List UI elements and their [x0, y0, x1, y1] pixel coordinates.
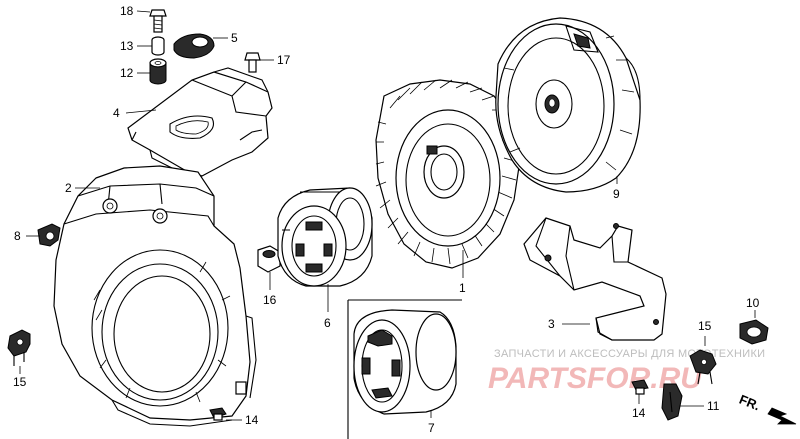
callout-13: 13 [120, 39, 134, 53]
part-15-clip-left [7, 329, 31, 366]
callout-5: 5 [231, 31, 238, 45]
callout-3: 3 [548, 317, 555, 331]
callout-numbers: 18 13 5 17 12 4 2 8 15 14 16 6 1 7 9 3 1… [13, 4, 760, 435]
callout-14-right: 14 [632, 406, 646, 420]
part-9-flywheel [495, 17, 641, 193]
callout-1: 1 [459, 281, 466, 295]
part-7-pulley-cover-group [347, 299, 462, 439]
callout-9: 9 [613, 187, 620, 201]
part-1-cooling-fan [375, 79, 521, 269]
watermark-top-text: ЗАПЧАСТИ И АКСЕССУАРЫ ДЛЯ МОТОТЕХНИКИ [494, 348, 765, 360]
callout-15-right: 15 [698, 319, 712, 333]
callout-15-left: 15 [13, 375, 27, 389]
part-13-spacer [151, 36, 165, 56]
callout-2: 2 [65, 181, 72, 195]
watermark: ЗАПЧАСТИ И АКСЕССУАРЫ ДЛЯ МОТОТЕХНИКИ PA… [488, 348, 765, 395]
callout-6: 6 [324, 316, 331, 330]
part-10-clamp [739, 319, 769, 345]
callout-10: 10 [746, 296, 760, 310]
part-6-starter-pulley [277, 187, 373, 287]
part-12-bushing [149, 58, 167, 85]
leader-lines [19, 10, 756, 421]
arrow-right-icon [767, 407, 797, 425]
part-11-clamp [661, 383, 683, 421]
part-18-bolt [149, 9, 167, 33]
callout-17: 17 [277, 53, 291, 67]
callout-4: 4 [113, 106, 120, 120]
part-14-bolt-right [631, 379, 649, 395]
callout-7: 7 [428, 421, 435, 435]
part-8-clip [37, 223, 61, 247]
callout-14-left: 14 [245, 413, 259, 427]
part-16-nut [257, 245, 281, 273]
callout-16: 16 [263, 293, 277, 307]
front-direction-label: FR. [737, 392, 762, 414]
part-4-top-cover [127, 67, 273, 177]
part-5-grommet [173, 33, 215, 59]
part-14-bolt-left [209, 407, 227, 421]
part-2-fan-housing [53, 165, 257, 427]
front-direction-indicator: FR. [737, 392, 797, 425]
part-3-bracket [523, 217, 667, 341]
part-15-clip-right [689, 349, 717, 385]
callout-11: 11 [707, 399, 720, 413]
callout-18: 18 [120, 4, 134, 18]
callout-8: 8 [14, 229, 21, 243]
callout-12: 12 [120, 66, 134, 80]
part-17-bolt [244, 52, 261, 73]
